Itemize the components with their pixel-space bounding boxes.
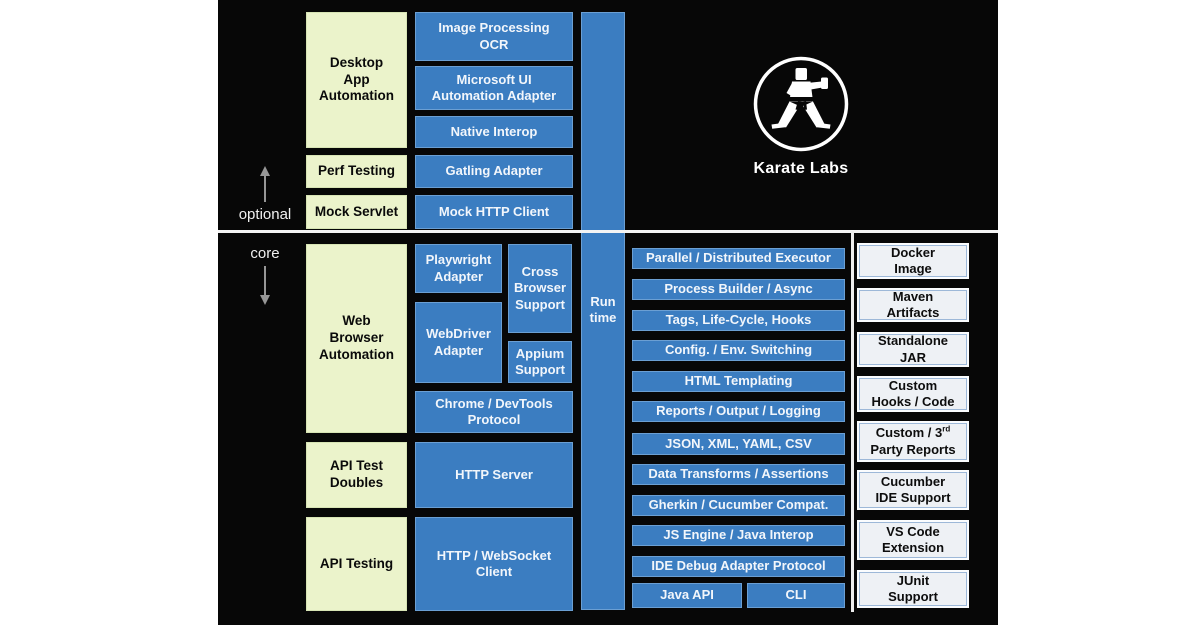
- artifact-cucumber-ide-support: Cucumber IDE Support: [857, 470, 969, 510]
- capability-desktop-app-automation: Desktop App Automation: [306, 12, 407, 148]
- artifact-vs-code-extension: VS Code Extension: [857, 520, 969, 560]
- artifact-custom-hooks-code: Custom Hooks / Code: [857, 376, 969, 412]
- feature-reports-output-logging: Reports / Output / Logging: [632, 401, 845, 422]
- runtime-bar: Run time: [581, 12, 625, 610]
- feature-config-env-switching: Config. / Env. Switching: [632, 340, 845, 361]
- column-divider-line: [851, 231, 854, 612]
- interface-cli: CLI: [747, 583, 845, 608]
- core-label: core: [250, 245, 280, 262]
- artifact-custom-3rd-party-reports: Custom / 3rd Party Reports: [857, 421, 969, 462]
- down-arrow-icon: [260, 266, 270, 305]
- capability-web-browser-automation: Web Browser Automation: [306, 244, 407, 433]
- adapter-chrome-devtools-protocol: Chrome / DevTools Protocol: [415, 391, 573, 433]
- capability-perf-testing: Perf Testing: [306, 155, 407, 188]
- adapter-playwright: Playwright Adapter: [415, 244, 502, 293]
- feature-tags-lifecycle-hooks: Tags, Life-Cycle, Hooks: [632, 310, 845, 331]
- adapter-http-server: HTTP Server: [415, 442, 573, 508]
- feature-parallel-distributed-executor: Parallel / Distributed Executor: [632, 248, 845, 269]
- karate-figure-icon: [753, 56, 849, 152]
- artifact-docker-image: Docker Image: [857, 243, 969, 279]
- adapter-cross-browser-support: Cross Browser Support: [508, 244, 572, 333]
- feature-process-builder-async: Process Builder / Async: [632, 279, 845, 300]
- feature-ide-debug-adapter-protocol: IDE Debug Adapter Protocol: [632, 556, 845, 577]
- adapter-native-interop: Native Interop: [415, 116, 573, 148]
- artifact-standalone-jar: Standalone JAR: [857, 332, 969, 367]
- optional-label: optional: [238, 206, 292, 223]
- feature-json-xml-yaml-csv: JSON, XML, YAML, CSV: [632, 433, 845, 455]
- adapter-image-processing-ocr: Image Processing OCR: [415, 12, 573, 61]
- optional-core-separator-line: [218, 230, 998, 233]
- feature-gherkin-cucumber-compat: Gherkin / Cucumber Compat.: [632, 495, 845, 516]
- capability-mock-servlet: Mock Servlet: [306, 195, 407, 229]
- adapter-appium-support: Appium Support: [508, 341, 572, 383]
- artifact-custom-3rd-party-reports-line1: Custom / 3rd: [875, 424, 951, 441]
- artifact-maven-artifacts: Maven Artifacts: [857, 288, 969, 322]
- adapter-webdriver: WebDriver Adapter: [415, 302, 502, 383]
- feature-js-engine-java-interop: JS Engine / Java Interop: [632, 525, 845, 546]
- adapter-microsoft-ui-automation: Microsoft UI Automation Adapter: [415, 66, 573, 110]
- feature-data-transforms-assertions: Data Transforms / Assertions: [632, 464, 845, 485]
- interface-java-api: Java API: [632, 583, 742, 608]
- artifact-junit-support: JUnit Support: [857, 570, 969, 608]
- up-arrow-icon: [260, 166, 270, 202]
- brand-name: Karate Labs: [753, 160, 849, 177]
- feature-html-templating: HTML Templating: [632, 371, 845, 392]
- capability-api-testing: API Testing: [306, 517, 407, 611]
- capability-api-test-doubles: API Test Doubles: [306, 442, 407, 508]
- artifact-custom-3rd-party-reports-line2: Party Reports: [870, 441, 956, 457]
- adapter-mock-http-client: Mock HTTP Client: [415, 195, 573, 229]
- adapter-gatling: Gatling Adapter: [415, 155, 573, 188]
- adapter-http-websocket-client: HTTP / WebSocket Client: [415, 517, 573, 611]
